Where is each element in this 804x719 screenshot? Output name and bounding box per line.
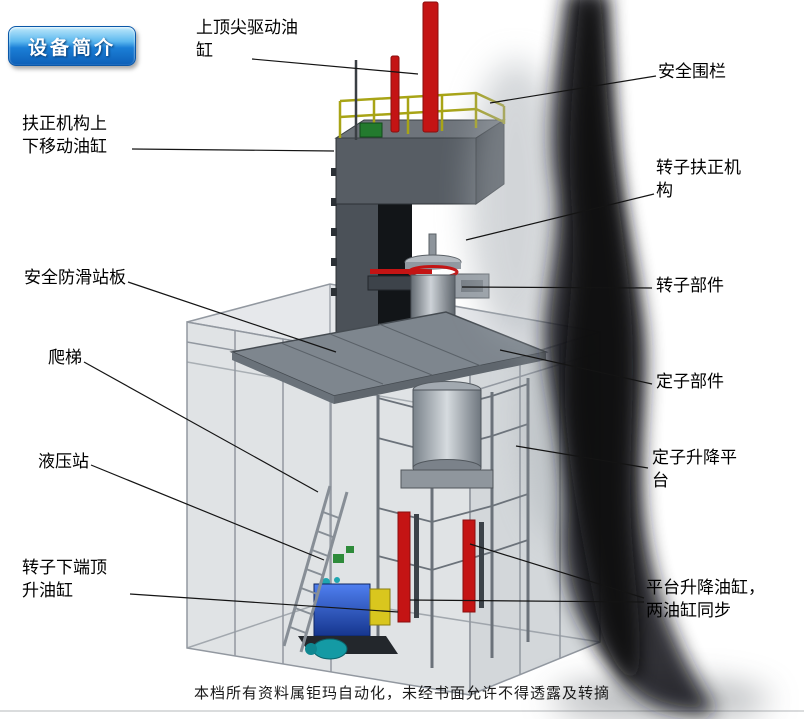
leader-platform-cylinder-b [409, 599, 645, 603]
label-straightening-lift-cylinder: 扶正机构上下移动油缸 [22, 114, 107, 157]
leader-ladder [83, 361, 319, 493]
label-stator-lift-platform: 定子升降平台 [652, 448, 737, 491]
footer-copyright: 本档所有资料属钜玛自动化，未经书面允许不得透露及转摘 [193, 686, 610, 702]
leader-stator-component [499, 349, 653, 385]
label-rotor-component: 转子部件 [656, 276, 724, 295]
leader-top-spindle-cylinder [251, 58, 419, 75]
leader-straightening-lift-cylinder [131, 148, 335, 152]
label-ladder: 爬梯 [48, 348, 82, 367]
label-platform-lift-cylinders: 平台升降油缸，两油缸同步 [646, 578, 765, 621]
top-drive-cylinder-rods [390, 1, 439, 133]
stator-assembly [400, 381, 494, 489]
leader-stator-lift-platform [515, 445, 649, 469]
ladder-structure [282, 485, 349, 653]
label-stator-component: 定子部件 [656, 372, 724, 391]
leader-lines [83, 58, 657, 613]
leader-safety-fence [489, 75, 657, 104]
label-anti-slip-platform: 安全防滑站板 [24, 268, 126, 287]
label-safety-fence: 安全围栏 [658, 62, 726, 81]
leader-hydraulic-station [90, 464, 325, 561]
anti-slip-deck [229, 311, 549, 404]
leader-rotor-straightening-mechanism [465, 193, 655, 241]
junction-box [359, 122, 383, 138]
leader-platform-cylinder-a [469, 543, 645, 599]
label-rotor-bottom-jack-cylinder: 转子下端顶升油缸 [22, 558, 107, 601]
label-rotor-straightening-mechanism: 转子扶正机构 [656, 158, 741, 201]
platform-lift-cylinder-rods [397, 511, 484, 623]
leader-anti-slip-platform [127, 281, 337, 353]
label-top-spindle-cylinder: 上顶尖驱动油缸 [196, 18, 298, 61]
leader-rotor-bottom-jack-cylinder [129, 593, 399, 613]
label-hydraulic-station: 液压站 [38, 452, 89, 471]
leader-rotor-component [461, 286, 653, 289]
shadow-smoke [468, 0, 770, 719]
title-badge: 设备简介 [8, 26, 136, 66]
